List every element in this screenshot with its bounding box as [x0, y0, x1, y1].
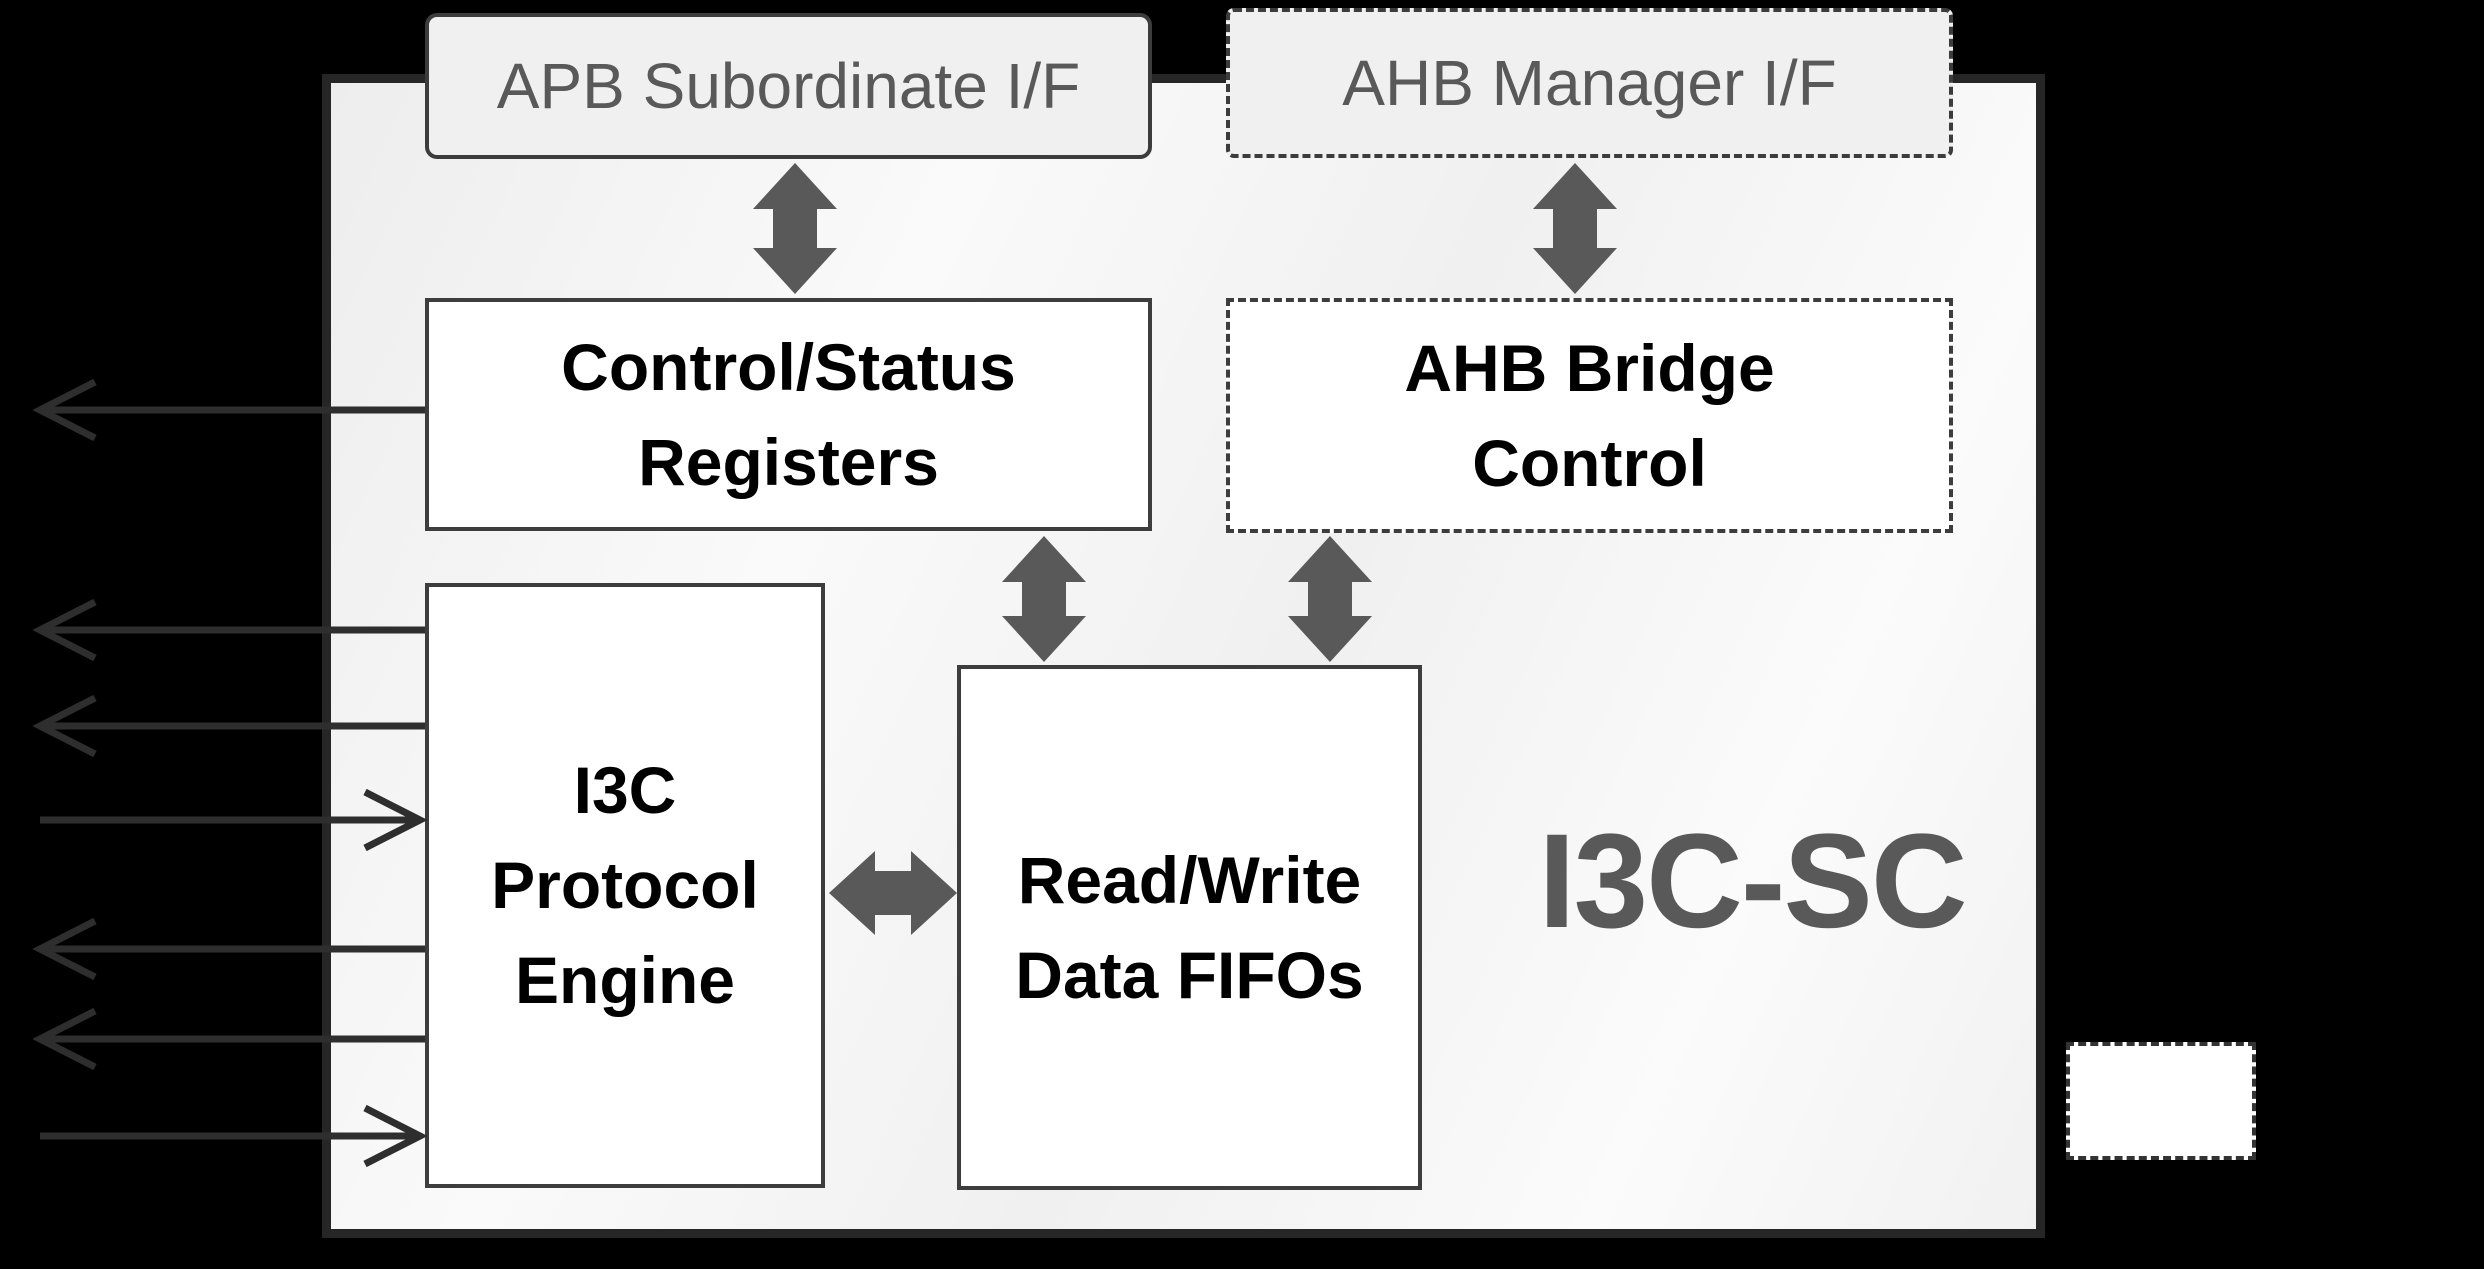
i3c-protocol-engine-label-line3: Engine [514, 943, 735, 1017]
ahb-bridge-control-label-line1: AHB Bridge [1404, 330, 1775, 405]
i3c-protocol-engine-label-line1: I3C [573, 753, 677, 827]
ahb-bridge-control-label-line2: Control [1472, 425, 1707, 500]
read-write-data-fifos-label-line2: Data FIFOs [1015, 937, 1364, 1012]
apb-subordinate-interface-label: APB Subordinate I/F [496, 50, 1081, 122]
ahb-manager-interface-box: AHB Manager I/F [1226, 8, 1953, 158]
ahb-manager-interface-label: AHB Manager I/F [1342, 47, 1837, 119]
control-status-registers-label-line2: Registers [638, 424, 939, 499]
i3c-protocol-engine-box: I3C Protocol Engine [425, 583, 825, 1188]
read-write-data-fifos-label-line1: Read/Write [1017, 842, 1362, 917]
apb-subordinate-interface-box: APB Subordinate I/F [425, 13, 1152, 159]
external-stub-box [2066, 1042, 2256, 1160]
ahb-bridge-control-box: AHB Bridge Control [1226, 298, 1953, 533]
chip-title: I3C-SC [1538, 807, 1967, 956]
i3c-protocol-engine-label-line2: Protocol [491, 848, 759, 922]
control-status-registers-label-line1: Control/Status [561, 329, 1016, 404]
control-status-registers-box: Control/Status Registers [425, 298, 1152, 531]
read-write-data-fifos-box: Read/Write Data FIFOs [957, 665, 1422, 1190]
